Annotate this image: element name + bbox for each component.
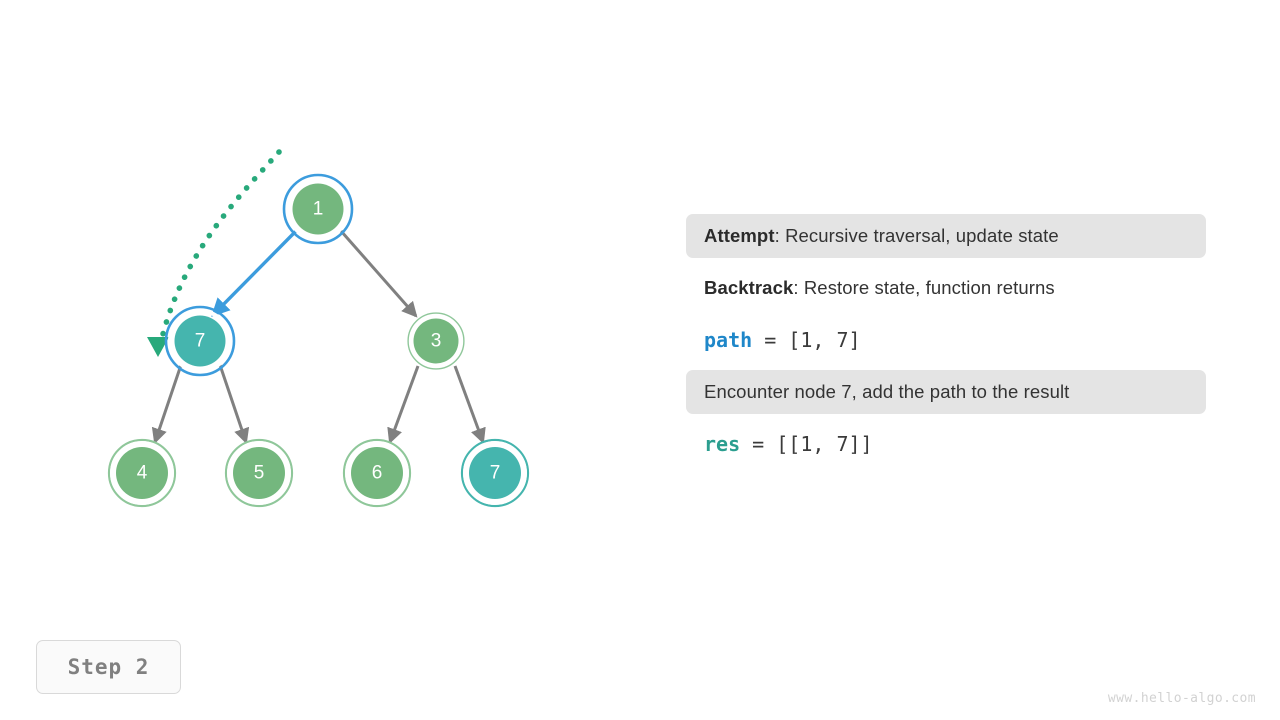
- backtrack-text: Backtrack: Restore state, function retur…: [704, 277, 1055, 299]
- info-row-attempt: Attempt: Recursive traversal, update sta…: [686, 214, 1206, 258]
- tree-node-label: 4: [137, 463, 148, 484]
- tree-node-6[interactable]: 6: [342, 438, 412, 508]
- backtrack-rest: : Restore state, function returns: [793, 277, 1055, 298]
- tree-node-label: 6: [372, 463, 383, 484]
- tree-node-label: 5: [254, 463, 265, 484]
- backtrack-dotted-curve: [147, 149, 282, 357]
- tree-node-5[interactable]: 5: [224, 438, 294, 508]
- tree-node-7-target[interactable]: 7: [460, 438, 530, 508]
- watermark: www.hello-algo.com: [1107, 691, 1256, 706]
- tree-node-label: 3: [431, 331, 442, 352]
- info-row-encounter: Encounter node 7, add the path to the re…: [686, 370, 1206, 414]
- edge-3-to-7: [453, 365, 486, 445]
- attempt-rest: : Recursive traversal, update state: [774, 225, 1059, 246]
- tree-node-7-current[interactable]: 7: [164, 305, 236, 377]
- edge-3-to-6: [387, 365, 420, 445]
- path-expression: = [1, 7]: [752, 328, 861, 352]
- info-panel: Attempt: Recursive traversal, update sta…: [686, 214, 1206, 474]
- info-row-res: res = [[1, 7]]: [686, 422, 1206, 466]
- path-code: path = [1, 7]: [704, 328, 861, 352]
- tree-node-label: 1: [313, 199, 324, 220]
- tree-diagram: 1 7 3 4: [107, 149, 530, 508]
- res-expression: = [[1, 7]]: [740, 432, 873, 456]
- tree-node-1[interactable]: 1: [282, 173, 354, 245]
- tree-edges: [151, 229, 486, 445]
- attempt-text: Attempt: Recursive traversal, update sta…: [704, 225, 1059, 247]
- edge-1-to-7-active: [211, 229, 298, 317]
- tree-node-4[interactable]: 4: [107, 438, 177, 508]
- attempt-label: Attempt: [704, 225, 775, 246]
- tree-nodes: 1 7 3 4: [107, 173, 530, 508]
- tree-node-label: 7: [195, 331, 206, 352]
- edge-7-to-4: [151, 364, 183, 445]
- res-variable: res: [704, 432, 741, 456]
- backtrack-arrow-icon: [147, 337, 169, 357]
- edge-1-to-3: [339, 230, 418, 318]
- tree-node-label: 7: [490, 463, 501, 484]
- backtrack-label: Backtrack: [704, 277, 794, 298]
- tree-node-3[interactable]: 3: [407, 312, 465, 370]
- encounter-text: Encounter node 7, add the path to the re…: [704, 381, 1070, 402]
- step-badge: Step 2: [36, 640, 181, 694]
- info-row-path: path = [1, 7]: [686, 318, 1206, 362]
- binary-tree-svg: 1 7 3 4: [107, 149, 530, 508]
- path-variable: path: [704, 328, 753, 352]
- res-code: res = [[1, 7]]: [704, 432, 873, 456]
- info-row-backtrack: Backtrack: Restore state, function retur…: [686, 266, 1206, 310]
- step-badge-label: Step 2: [67, 655, 150, 679]
- edge-7-to-5: [218, 364, 250, 445]
